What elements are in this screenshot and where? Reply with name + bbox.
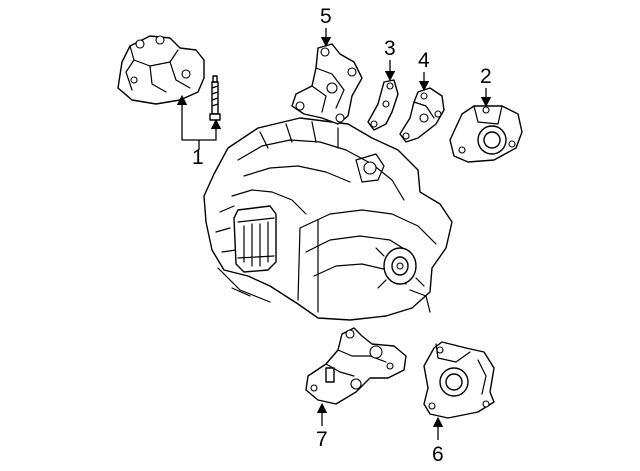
part-3-bracket <box>367 79 399 131</box>
part-4-bracket <box>399 87 445 143</box>
callout-3: 3 <box>384 37 396 60</box>
callout-7: 7 <box>316 428 328 451</box>
callout-5: 5 <box>320 5 332 28</box>
callout-1: 1 <box>192 146 204 169</box>
part-1-bolt <box>209 75 221 121</box>
leader-lines <box>176 28 492 440</box>
engine-transmission-assembly <box>203 117 453 321</box>
part-6-mount <box>423 341 495 419</box>
callout-2: 2 <box>480 65 492 88</box>
part-2-mount <box>449 105 523 163</box>
part-7-bracket <box>305 327 407 405</box>
callout-4: 4 <box>418 49 430 72</box>
callout-6: 6 <box>432 443 444 466</box>
part-1-mount-bracket <box>117 35 205 105</box>
part-5-bracket <box>291 43 363 125</box>
